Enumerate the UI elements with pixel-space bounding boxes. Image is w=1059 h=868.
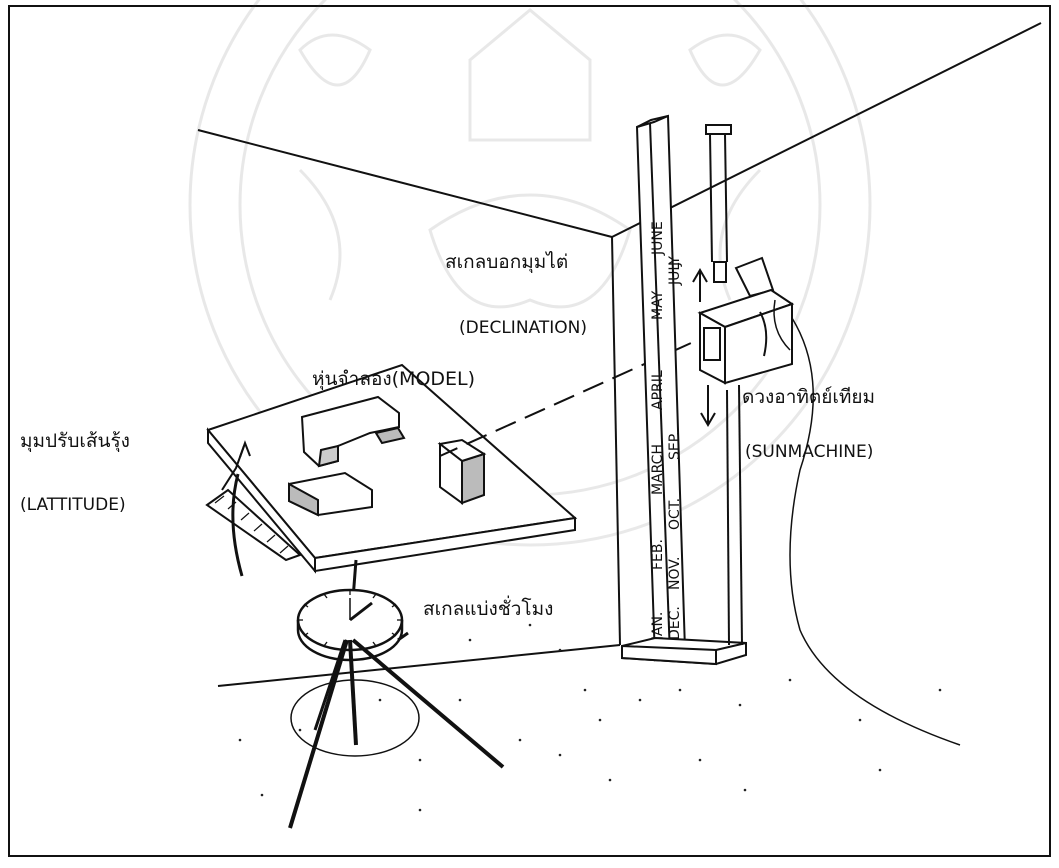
room-walls	[198, 23, 1041, 686]
declination-label-english: (DECLINATION)	[459, 320, 587, 337]
sun-machine-label-thai: ดวงอาทิตย์เทียม	[742, 388, 875, 407]
latitude-label-english: (LATTITUDE)	[20, 497, 126, 514]
latitude-label-thai: มุมปรับเส้นรุ้ง	[20, 432, 130, 451]
month-july: JULY	[667, 256, 683, 286]
month-april: APRIL	[650, 370, 666, 410]
model-label: หุ่นจำลอง(MODEL)	[312, 370, 475, 389]
month-feb: FEB.	[650, 539, 666, 570]
scale-letter-j: J	[667, 262, 683, 267]
figure-frame	[9, 6, 1050, 856]
month-dec: DEC.	[667, 606, 683, 640]
sun-machine-label-english: (SUNMACHINE)	[745, 444, 873, 461]
sun-machine-lamp	[700, 258, 960, 745]
hour-scale-label: สเกลแบ่งชั่วโมง	[423, 600, 553, 619]
month-nov: NOV.	[667, 557, 683, 590]
month-june: JUNE	[650, 221, 666, 256]
month-oct: OCT.	[667, 498, 683, 530]
month-jan: JAN.	[650, 612, 666, 641]
month-sep: SEP.	[667, 432, 683, 460]
month-march: MARCH	[650, 444, 666, 495]
declination-label-thai: สเกลบอกมุมไต่	[445, 253, 568, 272]
month-may: MAY	[650, 290, 666, 320]
